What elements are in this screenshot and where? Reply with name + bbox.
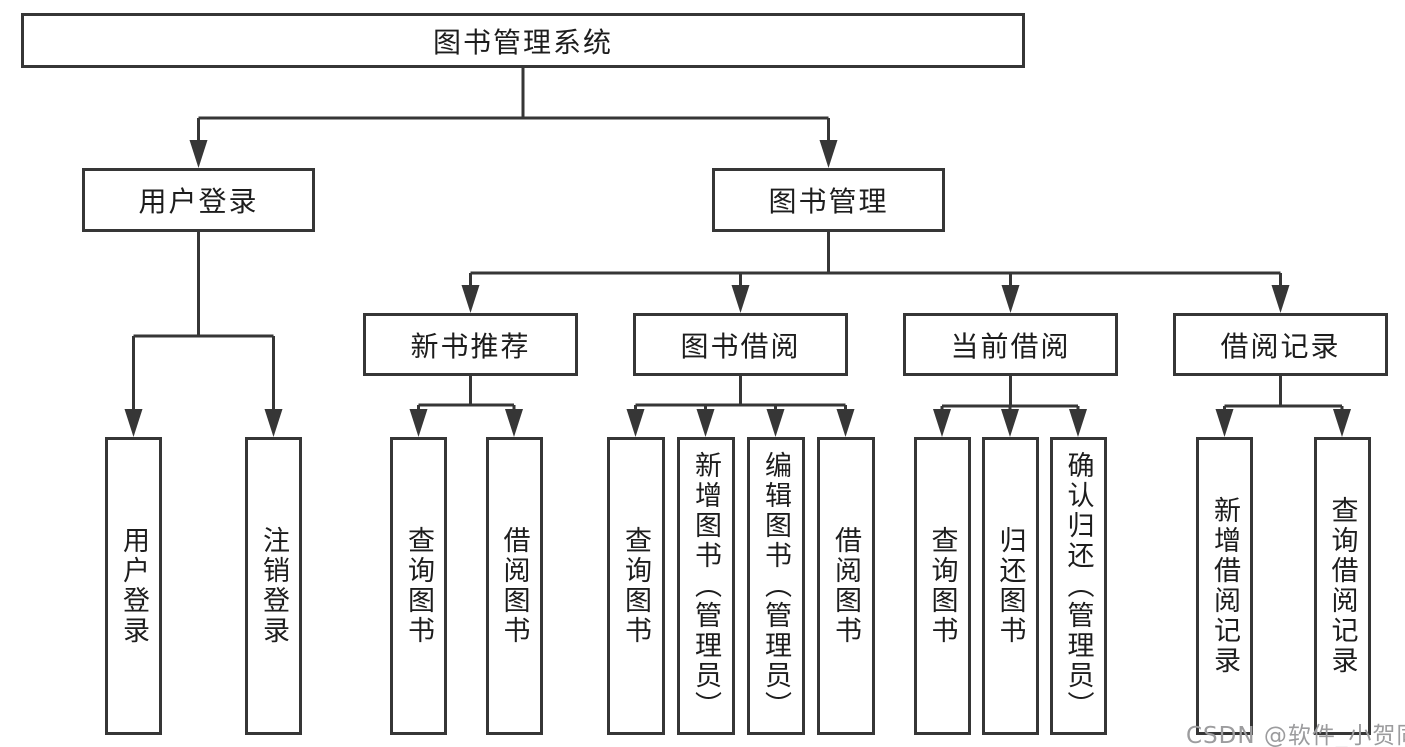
node-user-login: 用户登录 <box>82 168 315 232</box>
connector-arrowheads <box>124 140 1351 437</box>
node-book-management: 图书管理 <box>712 168 945 232</box>
leaf-query-books-borrow: 查询图书 <box>606 437 665 735</box>
leaf-add-books-admin: 新增图书（管理员） <box>676 437 735 735</box>
leaf-edit-books-admin: 编辑图书（管理员） <box>746 437 805 735</box>
node-current-borrowing: 当前借阅 <box>903 313 1118 376</box>
node-borrowing-records: 借阅记录 <box>1173 313 1388 376</box>
node-new-book-recommend: 新书推荐 <box>363 313 578 376</box>
node-book-borrowing: 图书借阅 <box>633 313 848 376</box>
leaf-query-books-current: 查询图书 <box>913 437 971 735</box>
leaf-logout: 注销登录 <box>245 437 302 735</box>
leaf-query-books-rec: 查询图书 <box>390 437 447 735</box>
leaf-borrow-books: 借阅图书 <box>816 437 875 735</box>
leaf-query-borrow-record: 查询借阅记录 <box>1313 437 1371 735</box>
node-library-system-root: 图书管理系统 <box>21 13 1025 68</box>
leaf-return-books: 归还图书 <box>981 437 1039 735</box>
leaf-borrow-books-rec: 借阅图书 <box>485 437 543 735</box>
leaf-add-borrow-record: 新增借阅记录 <box>1196 437 1253 735</box>
watermark: CSDN @软件_小贺同学 <box>1186 723 1405 747</box>
leaf-user-login: 用户登录 <box>105 437 162 735</box>
leaf-confirm-return-admin: 确认归还（管理员） <box>1049 437 1107 735</box>
